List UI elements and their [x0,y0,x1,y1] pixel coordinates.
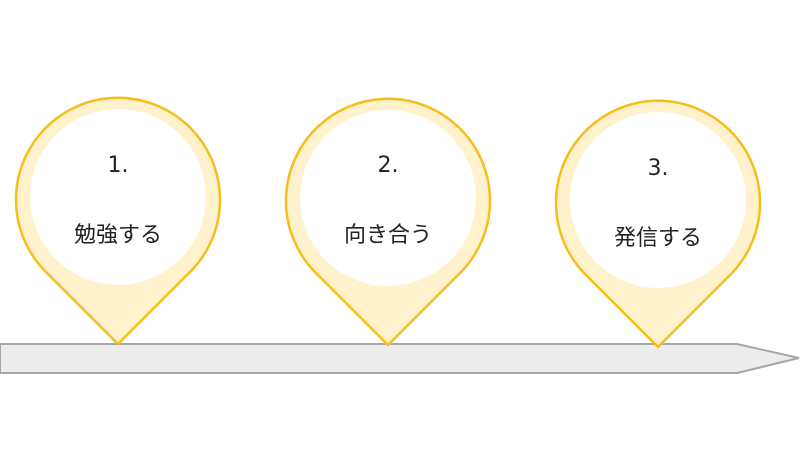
step-3-label: 発信する [613,226,702,251]
step-2-number: 2. [377,153,399,178]
pin-marker-2 [284,97,492,347]
step-3-number: 3. [647,156,669,181]
step-1-label: 勉強する [73,223,162,248]
pin-marker-1 [14,96,222,346]
step-1-number: 1. [107,153,129,178]
timeline-arrow [0,343,800,374]
step-2-label: 向き合う [343,223,432,248]
pin-marker-3 [554,99,762,349]
